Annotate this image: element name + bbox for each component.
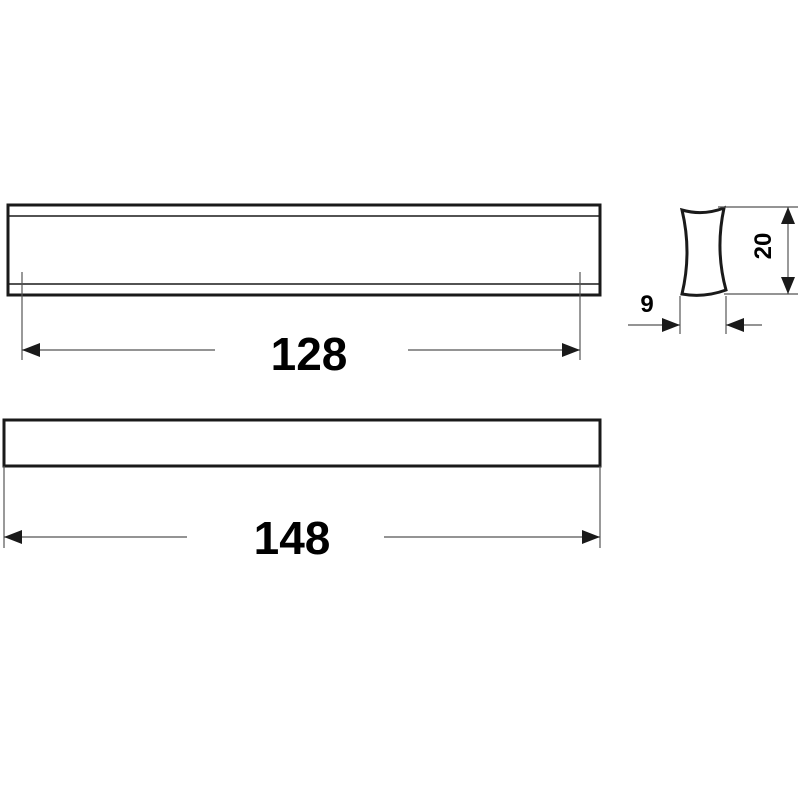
- arrowhead-20-top: [781, 207, 795, 224]
- dimension-label-128: 128: [271, 328, 348, 380]
- front-view-outline: [6, 203, 602, 297]
- dimension-label-9: 9: [640, 291, 653, 318]
- arrowhead-20-bottom: [781, 277, 795, 294]
- cross-section-profile: [679, 205, 728, 297]
- arrowhead-9-right: [726, 318, 744, 332]
- dimension-128: 128: [21, 272, 581, 380]
- arrowhead-148-right: [582, 530, 600, 544]
- top-view: [2, 418, 602, 468]
- dimension-148: 148: [3, 466, 601, 564]
- cross-section: 20 9: [628, 205, 798, 334]
- top-view-outline: [2, 418, 602, 468]
- arrowhead-9-left: [662, 318, 680, 332]
- dimension-label-20: 20: [750, 233, 777, 260]
- arrowhead-148-left: [4, 530, 22, 544]
- dimension-label-148: 148: [254, 512, 331, 564]
- front-view: [6, 203, 602, 297]
- arrowhead-128-left: [22, 343, 40, 357]
- arrowhead-128-right: [562, 343, 580, 357]
